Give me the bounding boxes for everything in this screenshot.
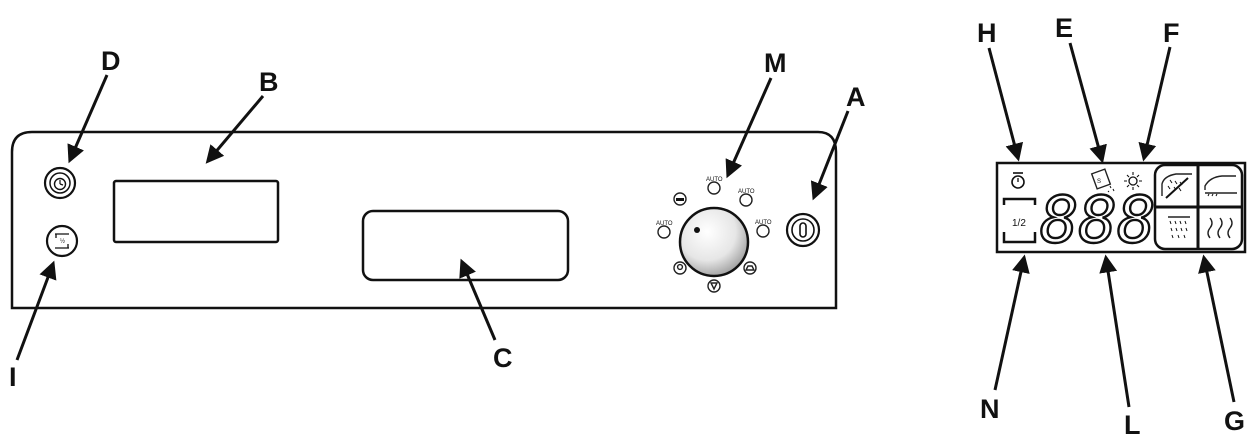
- arrow-l: [1099, 254, 1131, 408]
- program-icon-auto-1[interactable]: AUTO: [706, 177, 723, 195]
- callout-c: C: [493, 343, 513, 373]
- arrow-e: [1068, 42, 1107, 164]
- salt-icon-label: S: [1097, 179, 1101, 185]
- panel-outline: [10, 130, 838, 310]
- lcd-callouts: H E F N L G: [977, 13, 1245, 440]
- half-load-indicator: 1/2: [1002, 197, 1037, 244]
- callout-i: I: [9, 362, 17, 392]
- program-icon-rinse[interactable]: [743, 261, 757, 275]
- control-panel: ½ AUTO AUTO: [10, 130, 838, 310]
- power-button[interactable]: [785, 212, 821, 248]
- rinse-aid-icon: [1124, 172, 1142, 190]
- callout-m: M: [764, 48, 787, 78]
- program-icon-auto-3[interactable]: AUTO: [755, 220, 772, 238]
- program-icons: AUTO AUTO AUTO AUTO: [656, 177, 772, 293]
- display-window-b: [112, 179, 280, 244]
- salt-icon: S: [1090, 168, 1115, 193]
- program-auto-label-2: AUTO: [738, 189, 755, 195]
- program-icon-1[interactable]: [673, 192, 687, 206]
- program-icon-eco[interactable]: [673, 261, 687, 275]
- lcd-digits: 888: [1040, 184, 1156, 258]
- clock-icon: [53, 177, 67, 191]
- callout-f: F: [1163, 18, 1180, 48]
- cycle-phase-indicators: [1153, 163, 1244, 251]
- arrow-b: [205, 95, 265, 164]
- half-load-icon: ½: [55, 233, 69, 249]
- program-selector-dial[interactable]: [678, 206, 750, 278]
- dry-phase-icon-top: [1204, 175, 1237, 197]
- callout-b: B: [259, 67, 279, 97]
- half-load-fraction: 1/2: [1012, 218, 1026, 229]
- arrow-g: [1198, 254, 1236, 403]
- callout-d: D: [101, 46, 121, 76]
- program-auto-label-1: AUTO: [706, 177, 723, 183]
- callout-h: H: [977, 18, 997, 48]
- callout-a: A: [846, 82, 866, 112]
- lcd-outline: [995, 161, 1247, 254]
- wash-phase-icon: [1168, 216, 1190, 239]
- callout-n: N: [980, 394, 1000, 424]
- arrow-n: [993, 254, 1030, 391]
- program-auto-label-4: AUTO: [656, 221, 673, 227]
- half-load-icon-text: ½: [60, 238, 65, 245]
- callout-e: E: [1055, 13, 1073, 43]
- callout-l: L: [1124, 410, 1141, 440]
- delay-start-button[interactable]: [43, 166, 77, 200]
- drying-heat-icon: [1207, 217, 1233, 239]
- power-icon: [799, 222, 807, 238]
- arrow-h: [987, 47, 1024, 162]
- arrow-c: [459, 258, 497, 341]
- prewash-phase-icon: [1161, 173, 1192, 199]
- callout-g: G: [1224, 406, 1245, 436]
- program-icon-glass[interactable]: [707, 279, 721, 293]
- panel-callouts: D B M A I C: [9, 46, 866, 392]
- delay-clock-icon: [1011, 172, 1025, 189]
- arrow-a: [810, 110, 850, 201]
- arrow-f: [1138, 46, 1172, 162]
- lcd-display-detail: 1/2 888 S: [995, 161, 1247, 259]
- half-load-button[interactable]: ½: [45, 224, 79, 258]
- arrow-m: [725, 77, 773, 179]
- program-auto-label-3: AUTO: [755, 220, 772, 226]
- arrow-d: [67, 74, 109, 164]
- display-window-c: [361, 209, 570, 282]
- program-icon-auto-4[interactable]: AUTO: [656, 221, 673, 239]
- arrow-i: [15, 260, 57, 361]
- program-icon-auto-2[interactable]: AUTO: [738, 189, 755, 207]
